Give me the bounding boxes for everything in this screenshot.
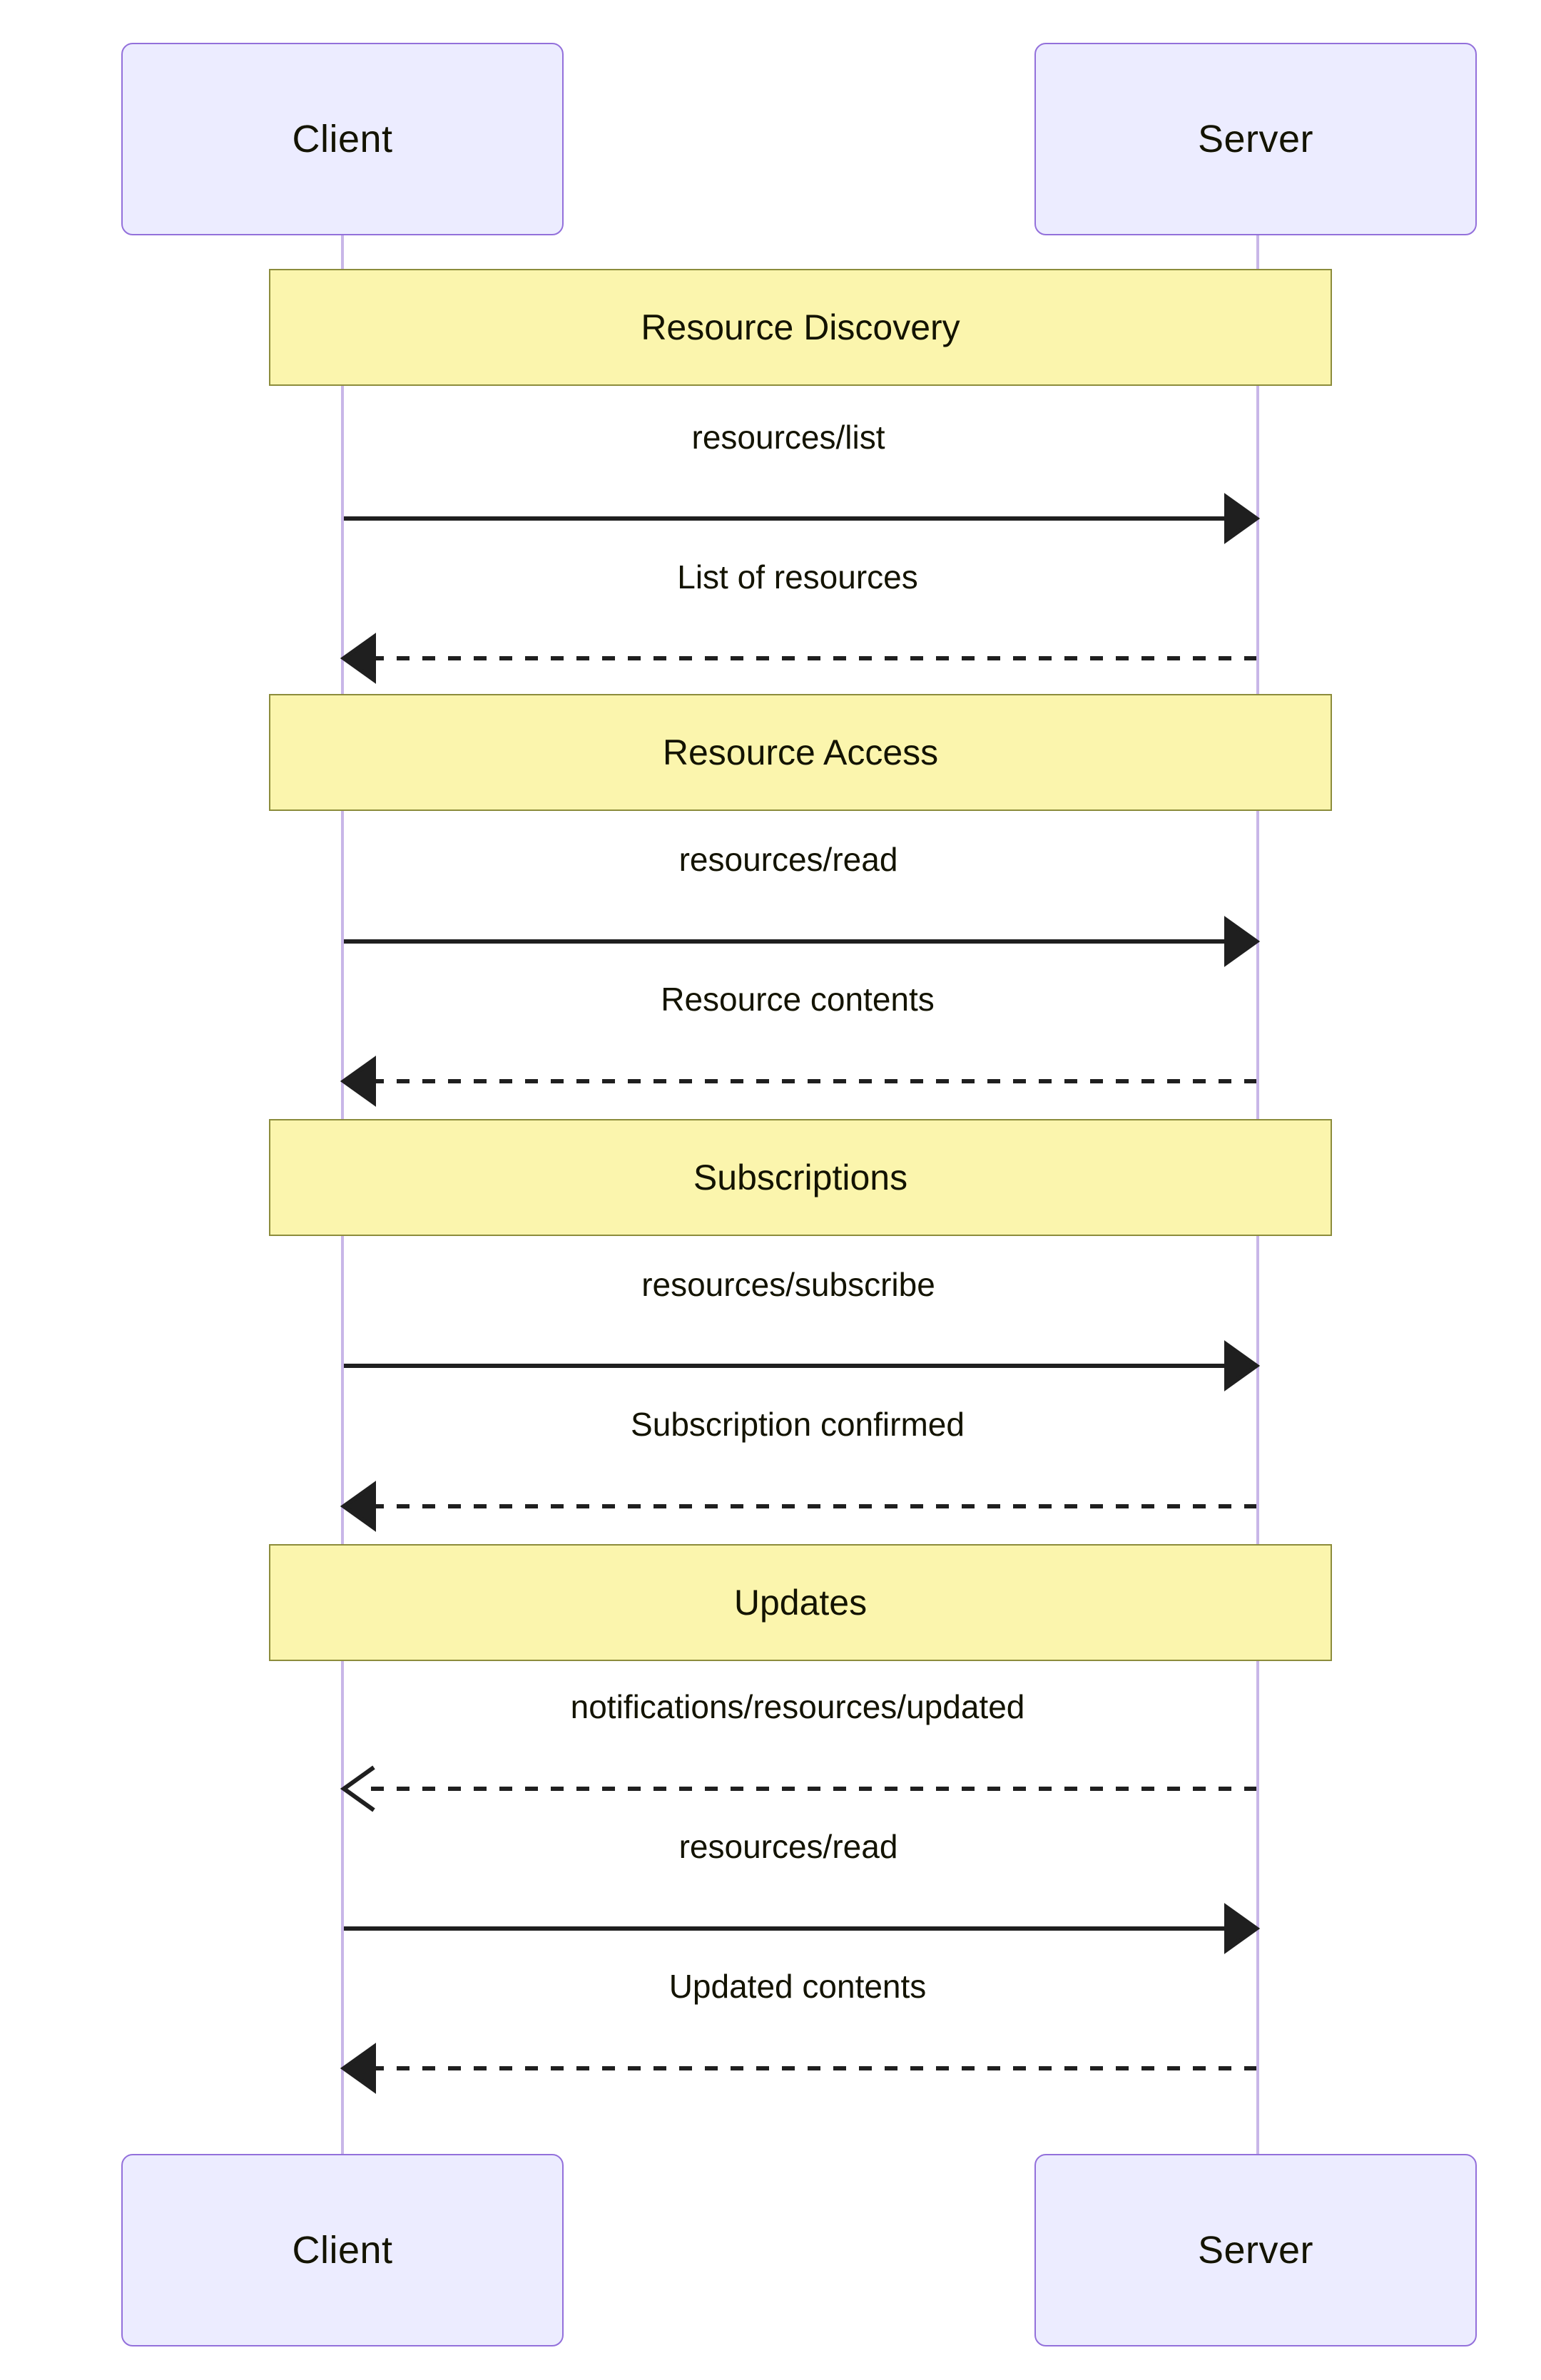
message-arrow	[340, 1481, 1256, 1532]
message-label: resources/subscribe	[641, 1266, 935, 1303]
participant-label: Server	[1197, 2229, 1314, 2272]
message-label: resources/list	[691, 419, 885, 456]
participant-label: Client	[292, 118, 393, 160]
message-arrow	[344, 493, 1261, 544]
message-arrow	[340, 1765, 1256, 1812]
section-band-label: Updates	[733, 1583, 868, 1623]
message-label: notifications/resources/updated	[570, 1688, 1025, 1725]
message-arrow	[340, 633, 1256, 684]
section-band-label: Resource Discovery	[641, 307, 960, 347]
participant-box-server-top[interactable]: Server	[1034, 43, 1477, 235]
section-band: Resource Discovery	[269, 269, 1332, 386]
message-arrow	[344, 1903, 1261, 1954]
participant-box-client-bottom[interactable]: Client	[121, 2154, 564, 2346]
message-arrow	[344, 916, 1261, 967]
message-label: Updated contents	[668, 1968, 927, 2005]
section-band-label: Resource Access	[662, 732, 939, 772]
section-band: Subscriptions	[269, 1119, 1332, 1236]
section-band: Updates	[269, 1544, 1332, 1661]
participant-label: Client	[292, 2229, 393, 2272]
section-band-label: Subscriptions	[693, 1158, 908, 1197]
message-label: resources/read	[678, 1828, 898, 1865]
section-band: Resource Access	[269, 694, 1332, 811]
message-label: Resource contents	[661, 981, 935, 1018]
participant-box-client-top[interactable]: Client	[121, 43, 564, 235]
message-label: resources/read	[678, 841, 898, 878]
message-arrow	[340, 2043, 1256, 2094]
message-arrow	[344, 1340, 1261, 1391]
message-arrow	[340, 1056, 1256, 1107]
participant-box-server-bottom[interactable]: Server	[1034, 2154, 1477, 2346]
message-label: Subscription confirmed	[631, 1406, 965, 1443]
message-label: List of resources	[677, 558, 918, 596]
participant-label: Server	[1197, 118, 1314, 160]
